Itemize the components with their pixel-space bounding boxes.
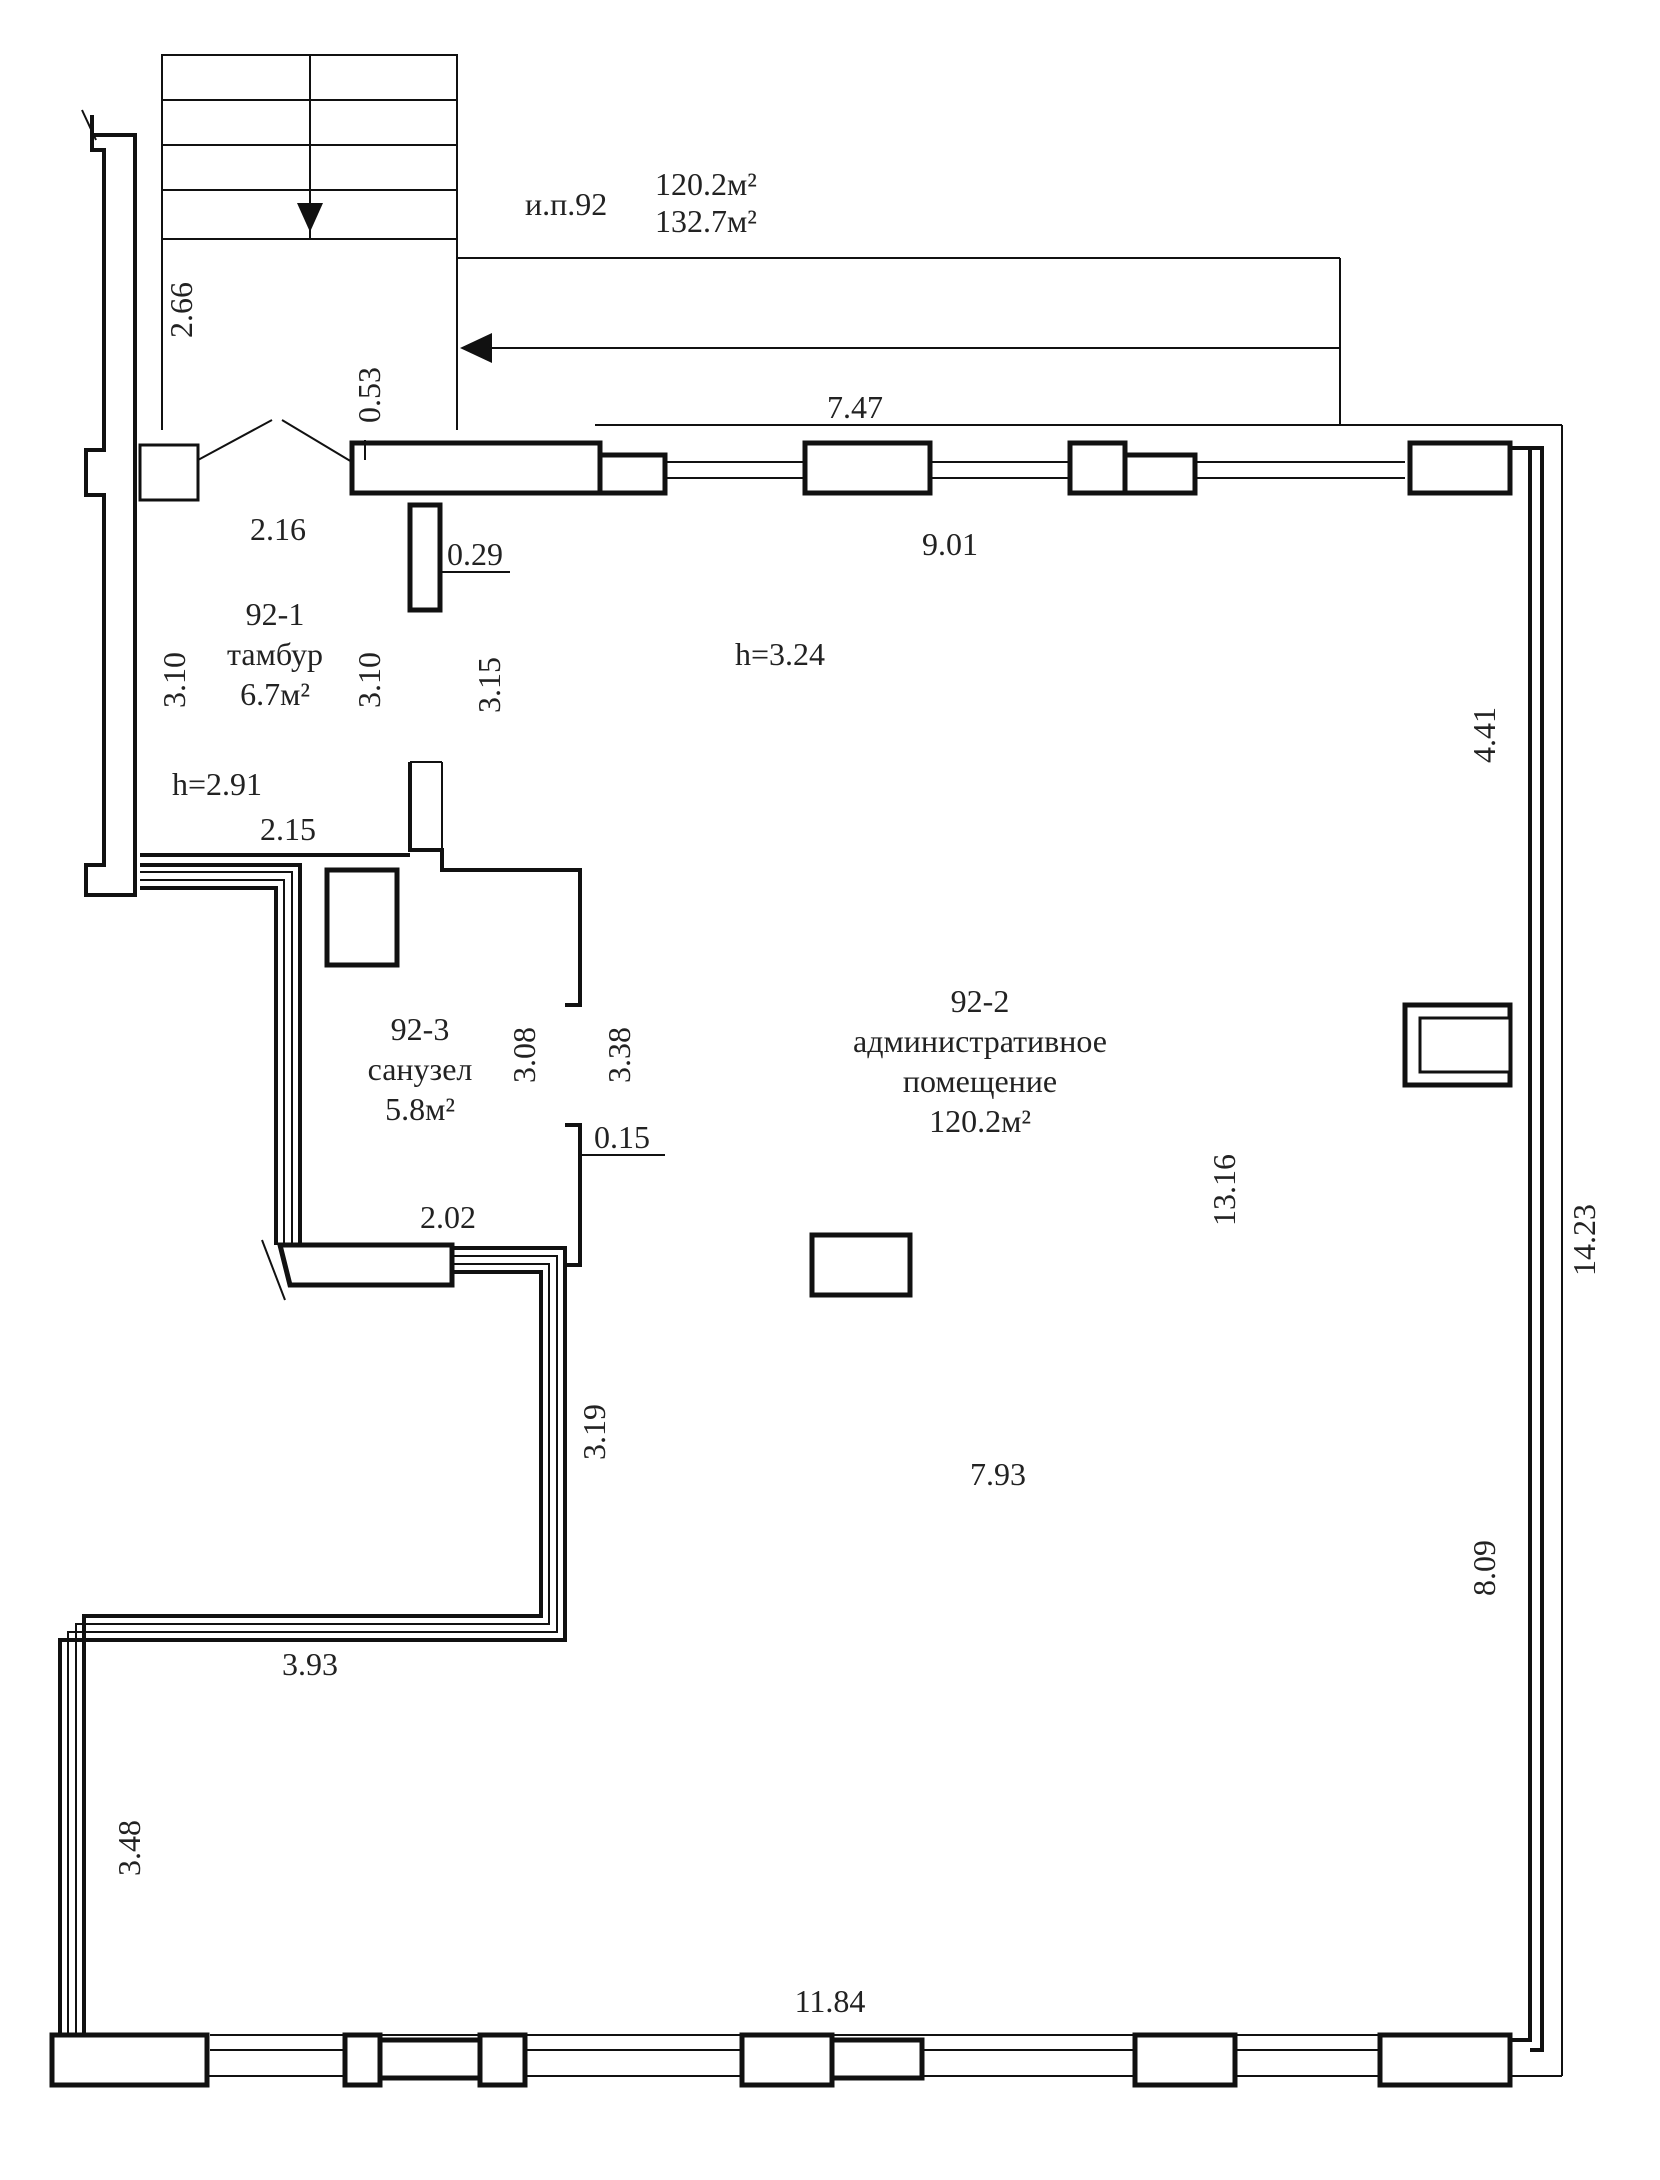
room-92-2-id: 92-2 — [951, 983, 1010, 1019]
right-wall-outer-line — [1530, 446, 1544, 2052]
wall-pier — [1407, 440, 1513, 496]
lower-step-wall-d — [82, 1270, 543, 2040]
dim-0-53: 0.53 — [351, 367, 387, 423]
wall-pier — [1132, 2032, 1238, 2088]
bottom-exterior-wall — [49, 2032, 1562, 2088]
wall-pier — [342, 2032, 383, 2088]
room-92-3-area: 5.8м² — [385, 1091, 455, 1127]
wall-pier — [739, 2032, 835, 2088]
left-wall-outline — [84, 115, 137, 897]
right-wall-inner — [1510, 446, 1532, 2042]
dim-0-15: 0.15 — [594, 1119, 650, 1155]
wall-pier — [138, 443, 200, 502]
room-92-2-name-line2: помещение — [903, 1063, 1057, 1099]
dim-13-16: 13.16 — [1206, 1154, 1242, 1226]
room-92-2-height: h=3.24 — [735, 636, 825, 672]
area-main-label: 120.2м² — [655, 166, 757, 202]
dim-7-47: 7.47 — [827, 389, 883, 425]
dim-3-10-left: 3.10 — [156, 652, 192, 708]
dim-2-15: 2.15 — [260, 811, 316, 847]
inner-step-wall — [58, 863, 567, 2040]
partition-lower — [565, 1123, 582, 1267]
wall-pier — [829, 2037, 925, 2081]
dim-3-08: 3.08 — [506, 1027, 542, 1083]
wall-pier — [477, 2032, 528, 2088]
dim-2-16: 2.16 — [250, 511, 306, 547]
partition-upper — [408, 762, 582, 1007]
dim-3-19: 3.19 — [576, 1404, 612, 1460]
room-92-1-name: тамбур — [227, 636, 323, 672]
dim-3-48: 3.48 — [111, 1820, 147, 1876]
bathroom-shaft — [324, 867, 400, 968]
dim-3-15: 3.15 — [471, 657, 507, 713]
step-wall-b — [140, 871, 293, 1245]
wall-pier — [49, 2032, 210, 2088]
break-mark — [261, 1239, 286, 1301]
wall-segment — [276, 1242, 455, 1288]
ramp-left-arrow-icon — [460, 333, 492, 363]
dim-7-93: 7.93 — [970, 1456, 1026, 1492]
room-92-3-id: 92-3 — [391, 1011, 450, 1047]
wall-pier — [802, 440, 933, 496]
dim-3-10-right: 3.10 — [351, 652, 387, 708]
dim-3-38: 3.38 — [601, 1027, 637, 1083]
wall-pier — [1067, 440, 1128, 496]
unit-ref-label: и.п.92 — [525, 186, 607, 222]
wall-pier — [1377, 2032, 1513, 2088]
area-total-label: 132.7м² — [655, 203, 757, 239]
lower-step-wall-a — [58, 1246, 567, 2040]
top-exterior-wall — [349, 424, 1563, 2076]
column-inner — [1418, 1016, 1512, 1074]
dim-14-23: 14.23 — [1566, 1204, 1602, 1276]
step-wall-a — [140, 863, 302, 1245]
room-92-1-area: 6.7м² — [240, 676, 310, 712]
wall-pier — [377, 2037, 483, 2081]
interior-partitions — [140, 761, 582, 1267]
left-exterior-wall — [81, 109, 200, 897]
lower-step-wall-b — [67, 1255, 558, 2040]
dim-3-93: 3.93 — [282, 1646, 338, 1682]
staircase — [161, 54, 458, 430]
dim-8-09: 8.09 — [1466, 1540, 1502, 1596]
dim-9-01: 9.01 — [922, 526, 978, 562]
dim-4-41: 4.41 — [1466, 707, 1502, 763]
wall-pier — [1122, 452, 1198, 496]
dim-11-84: 11.84 — [795, 1983, 866, 2019]
room-92-2-name-line1: административное — [853, 1023, 1107, 1059]
break-mark — [81, 109, 97, 141]
wall-segment — [597, 452, 668, 496]
dim-0-29: 0.29 — [447, 536, 503, 572]
stair-down-arrow-icon — [297, 203, 323, 232]
wall-segment — [349, 440, 603, 496]
room-92-3-name: санузел — [368, 1051, 473, 1087]
step-wall-d — [140, 886, 278, 1245]
room-92-1-id: 92-1 — [246, 596, 305, 632]
door-leaf-left — [197, 419, 273, 461]
room-92-1-height: h=2.91 — [172, 766, 262, 802]
right-exterior-wall — [1402, 446, 1544, 2052]
wall-stub — [407, 502, 443, 613]
step-wall-c — [140, 879, 285, 1245]
room-92-2-area: 120.2м² — [929, 1103, 1031, 1139]
dim-2-66: 2.66 — [163, 282, 199, 338]
lower-step-wall-c — [75, 1263, 550, 2040]
door-leaf-right — [281, 419, 353, 463]
interior-column — [809, 1232, 913, 1298]
ramp — [457, 257, 1341, 425]
dim-2-02: 2.02 — [420, 1199, 476, 1235]
